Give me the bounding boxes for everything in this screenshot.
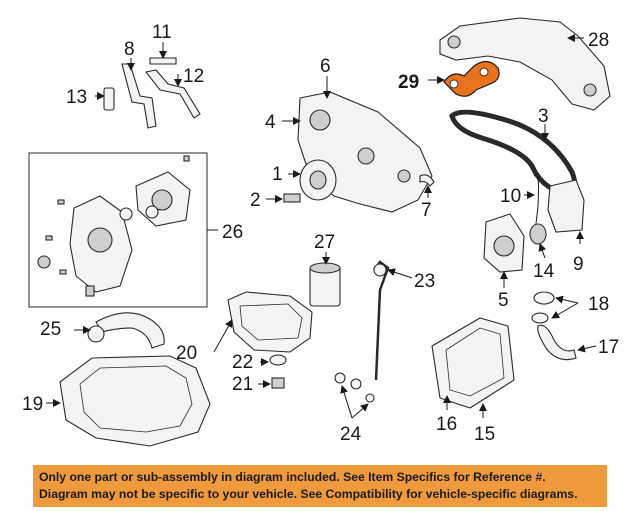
callout-2: 2 [250, 190, 261, 211]
callout-9: 9 [573, 254, 584, 275]
callout-16: 16 [436, 414, 457, 435]
callout-13: 13 [66, 87, 87, 108]
dipstick-assembly [334, 260, 390, 403]
callout-20: 20 [176, 343, 197, 364]
callout-22: 22 [232, 352, 253, 373]
callout-28: 28 [588, 30, 609, 51]
crankshaft-pulley [299, 159, 337, 201]
callout-15: 15 [474, 424, 495, 445]
callout-29: 29 [398, 72, 419, 93]
callout-10: 10 [500, 186, 521, 207]
callout-25: 25 [40, 319, 61, 340]
disclaimer-line-2: Diagram may not be specific to your vehi… [39, 487, 578, 501]
callout-6: 6 [320, 56, 331, 77]
callout-24: 24 [340, 424, 362, 445]
intake-gasket-highlighted [443, 60, 500, 97]
oil-filter [309, 262, 341, 307]
parts-diagram: 1 2 3 4 5 6 7 8 9 10 11 12 13 14 15 16 1… [22, 17, 619, 447]
callout-21: 21 [232, 374, 253, 395]
callout-7: 7 [421, 200, 432, 221]
oil-pump [483, 213, 525, 273]
callout-8: 8 [124, 39, 135, 60]
callout-3: 3 [538, 106, 549, 127]
oil-strainer [87, 312, 165, 349]
rubber-seal-strips [103, 57, 201, 129]
callout-17: 17 [598, 337, 619, 358]
oil-pan-upper [227, 291, 313, 353]
callout-26: 26 [222, 222, 243, 243]
drain-plug [271, 377, 285, 389]
callout-23: 23 [414, 271, 435, 292]
pulley-bolt [283, 193, 301, 203]
callout-5: 5 [498, 290, 509, 311]
callout-14: 14 [533, 261, 555, 282]
disclaimer-banner: Only one part or sub-assembly in diagram… [33, 465, 607, 507]
disclaimer-line-1: Only one part or sub-assembly in diagram… [39, 470, 546, 484]
valve-cover [431, 317, 515, 409]
callout-18: 18 [588, 294, 609, 315]
oil-filler-cap-set [531, 291, 555, 324]
oil-pan-lower [59, 355, 211, 447]
timing-belt [449, 109, 577, 195]
oil-pump-detail-box [28, 152, 208, 308]
callout-4: 4 [265, 112, 276, 133]
oil-filler-tube [537, 324, 577, 361]
callout-27: 27 [314, 232, 335, 253]
callout-12: 12 [183, 66, 204, 87]
callout-11: 11 [152, 22, 172, 43]
water-pump-housing [547, 179, 585, 233]
callout-19: 19 [22, 394, 43, 415]
callout-1: 1 [272, 164, 283, 185]
